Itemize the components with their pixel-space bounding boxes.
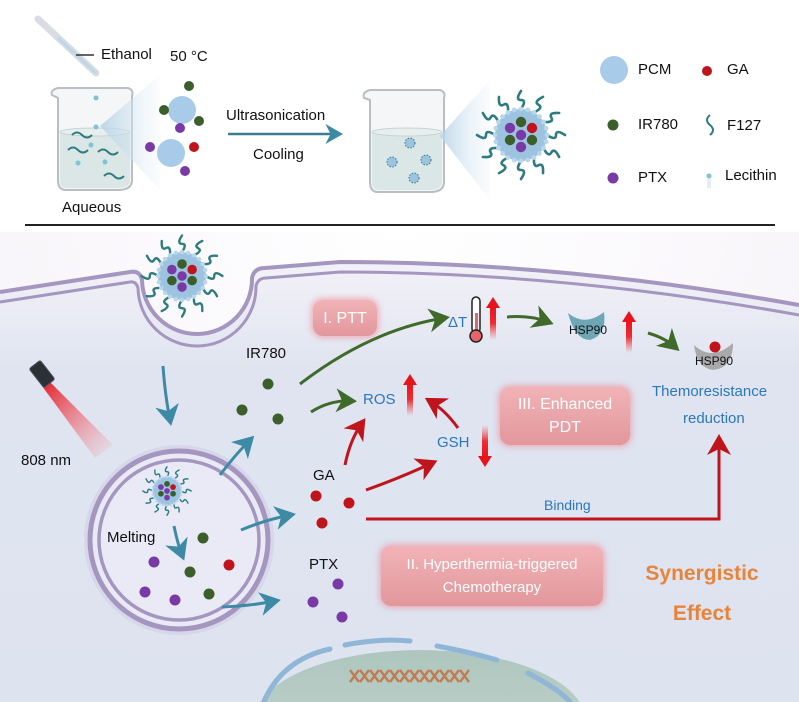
zoom-cone — [100, 75, 160, 190]
aqueous-label: Aqueous — [62, 199, 122, 216]
chemotherapy-box: II. Hyperthermia-triggered Chemotherapy — [381, 546, 603, 606]
nanoparticle-icon — [475, 89, 567, 181]
melting-arrow — [165, 525, 188, 561]
ptx-legend-icon — [607, 172, 619, 184]
legend-label-ir780: IR780 — [638, 116, 679, 133]
hsp90-bound-label: HSP90 — [695, 354, 734, 368]
ptt-box: I. PTT — [313, 300, 377, 336]
ir780-label: IR780 — [246, 345, 287, 362]
ir780-to-ros-arrow — [310, 388, 357, 414]
ga-molecules — [310, 490, 355, 529]
thermoresistance-label-line1: Themoresistance — [652, 383, 768, 400]
ir780-molecules — [236, 378, 284, 425]
legend-label-ga: GA — [727, 61, 749, 78]
temperature-label: 50 °C — [170, 48, 208, 65]
ptx-molecules — [307, 578, 348, 623]
hsp90-label: HSP90 — [569, 323, 608, 337]
heat-to-hsp90-arrow — [506, 305, 554, 328]
synergistic-effect-line1: Synergistic — [645, 562, 759, 585]
release-ir780-arrow — [218, 435, 255, 476]
ir780-to-heat-arrow — [299, 308, 450, 386]
cell-membrane-outer — [0, 259, 799, 336]
nucleus — [260, 637, 580, 702]
ros-label: ROS — [363, 391, 396, 408]
beaker-nanoparticles-icon — [362, 89, 446, 193]
lecithin-legend-icon — [706, 173, 712, 188]
chemotherapy-box-line2: Chemotherapy — [442, 579, 542, 596]
released-molecules — [139, 532, 235, 606]
hsp90-protein-icon — [568, 312, 605, 340]
ros-up-arrow — [403, 374, 417, 416]
hsp90-up-arrow — [622, 311, 636, 353]
nanoparticle-in-endosome-icon — [142, 466, 192, 516]
pre-assembly-particles — [145, 81, 204, 176]
binding-label: Binding — [544, 497, 591, 513]
pdt-box: III. Enhanced PDT — [500, 387, 630, 445]
release-ga-arrow — [240, 506, 296, 532]
f127-legend-icon — [706, 114, 714, 136]
cooling-label: Cooling — [253, 146, 304, 163]
legend-label-ptx: PTX — [638, 169, 668, 186]
thermoresistance-label-line2: reduction — [683, 410, 745, 427]
cell-membrane-inner — [0, 270, 799, 348]
laser-icon — [29, 360, 113, 458]
gsh-label: GSH — [437, 434, 470, 451]
melting-label: Melting — [107, 529, 156, 546]
ga-to-ros-arrow — [343, 418, 366, 466]
synergistic-effect-label: Synergistic Effect — [632, 554, 772, 634]
synergistic-effect-line2: Effect — [672, 602, 732, 625]
temperature-up-arrow — [486, 297, 500, 340]
hsp90-bound-icon — [694, 341, 733, 370]
beaker-aqueous-icon — [50, 87, 134, 191]
pipette-icon — [34, 15, 100, 77]
chemotherapy-box-line1: II. Hyperthermia-triggered — [406, 556, 578, 573]
thermometer-icon — [469, 296, 483, 343]
binding-arrow — [366, 434, 731, 521]
dna-icon — [349, 669, 470, 683]
ga-label: GA — [313, 467, 335, 484]
ga-legend-icon — [702, 66, 712, 76]
zoom-cone — [440, 80, 490, 200]
nanoparticle-entering-icon — [140, 234, 224, 318]
ptt-box-label: I. PTT — [323, 309, 367, 327]
gsh-to-ros-arrow — [424, 397, 460, 429]
release-ptx-arrow — [221, 592, 281, 616]
ir780-legend-icon — [607, 119, 619, 131]
delta-t-label: ΔT — [448, 314, 468, 331]
ptx-label: PTX — [309, 556, 339, 573]
pcm-legend-icon — [600, 56, 628, 84]
ga-to-gsh-arrow — [365, 458, 438, 492]
gsh-down-arrow — [478, 425, 492, 467]
legend-label-lecithin: Lecithin — [725, 167, 777, 184]
ultrasonication-label: Ultrasonication — [226, 107, 326, 124]
pdt-box-line2: PDT — [549, 419, 581, 436]
legend-label-pcm: PCM — [638, 61, 672, 78]
ethanol-label: Ethanol — [101, 46, 152, 63]
hsp90-to-bound-arrow — [647, 328, 680, 352]
laser-wavelength-label: 808 nm — [21, 452, 72, 469]
uptake-arrow — [155, 365, 179, 426]
pdt-box-line1: III. Enhanced — [517, 396, 613, 413]
legend-label-f127: F127 — [727, 117, 762, 134]
